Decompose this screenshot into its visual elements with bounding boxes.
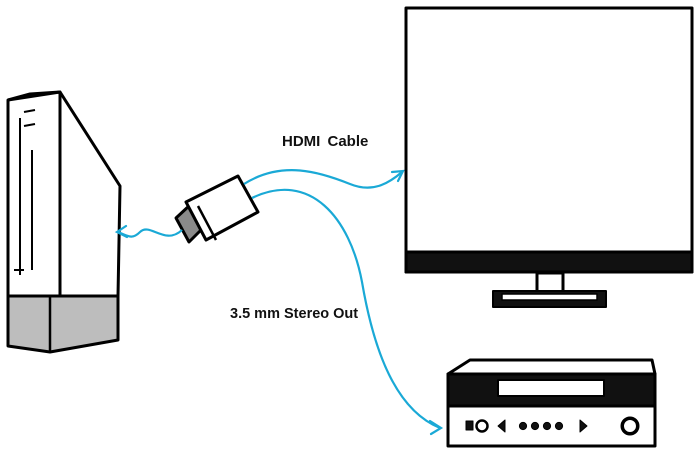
dot-button-icon	[530, 421, 540, 431]
dot-button-icon	[542, 421, 552, 431]
dot-button-icon	[518, 421, 528, 431]
hdmi-cable	[243, 169, 403, 189]
console-arrow-icon	[114, 224, 129, 239]
console-cable	[117, 228, 183, 238]
tv-arrow-icon	[390, 169, 405, 183]
jack-icon	[475, 419, 489, 433]
hdmi-adapter	[174, 174, 260, 244]
hdmi-cable-label: HDMI Cable	[282, 133, 369, 150]
game-console	[6, 90, 122, 354]
audio-receiver	[446, 358, 657, 448]
cables	[117, 169, 441, 430]
stereo-out-label: 3.5 mm Stereo Out	[230, 306, 359, 322]
dot-button-icon	[554, 421, 564, 431]
power-button-icon	[465, 420, 474, 431]
receiver-arrow-icon	[428, 419, 444, 436]
stereo-cable	[251, 188, 441, 430]
right-button-icon	[579, 419, 588, 433]
left-button-icon	[497, 419, 506, 433]
cable-arrowheads	[114, 169, 444, 436]
television	[404, 6, 694, 308]
